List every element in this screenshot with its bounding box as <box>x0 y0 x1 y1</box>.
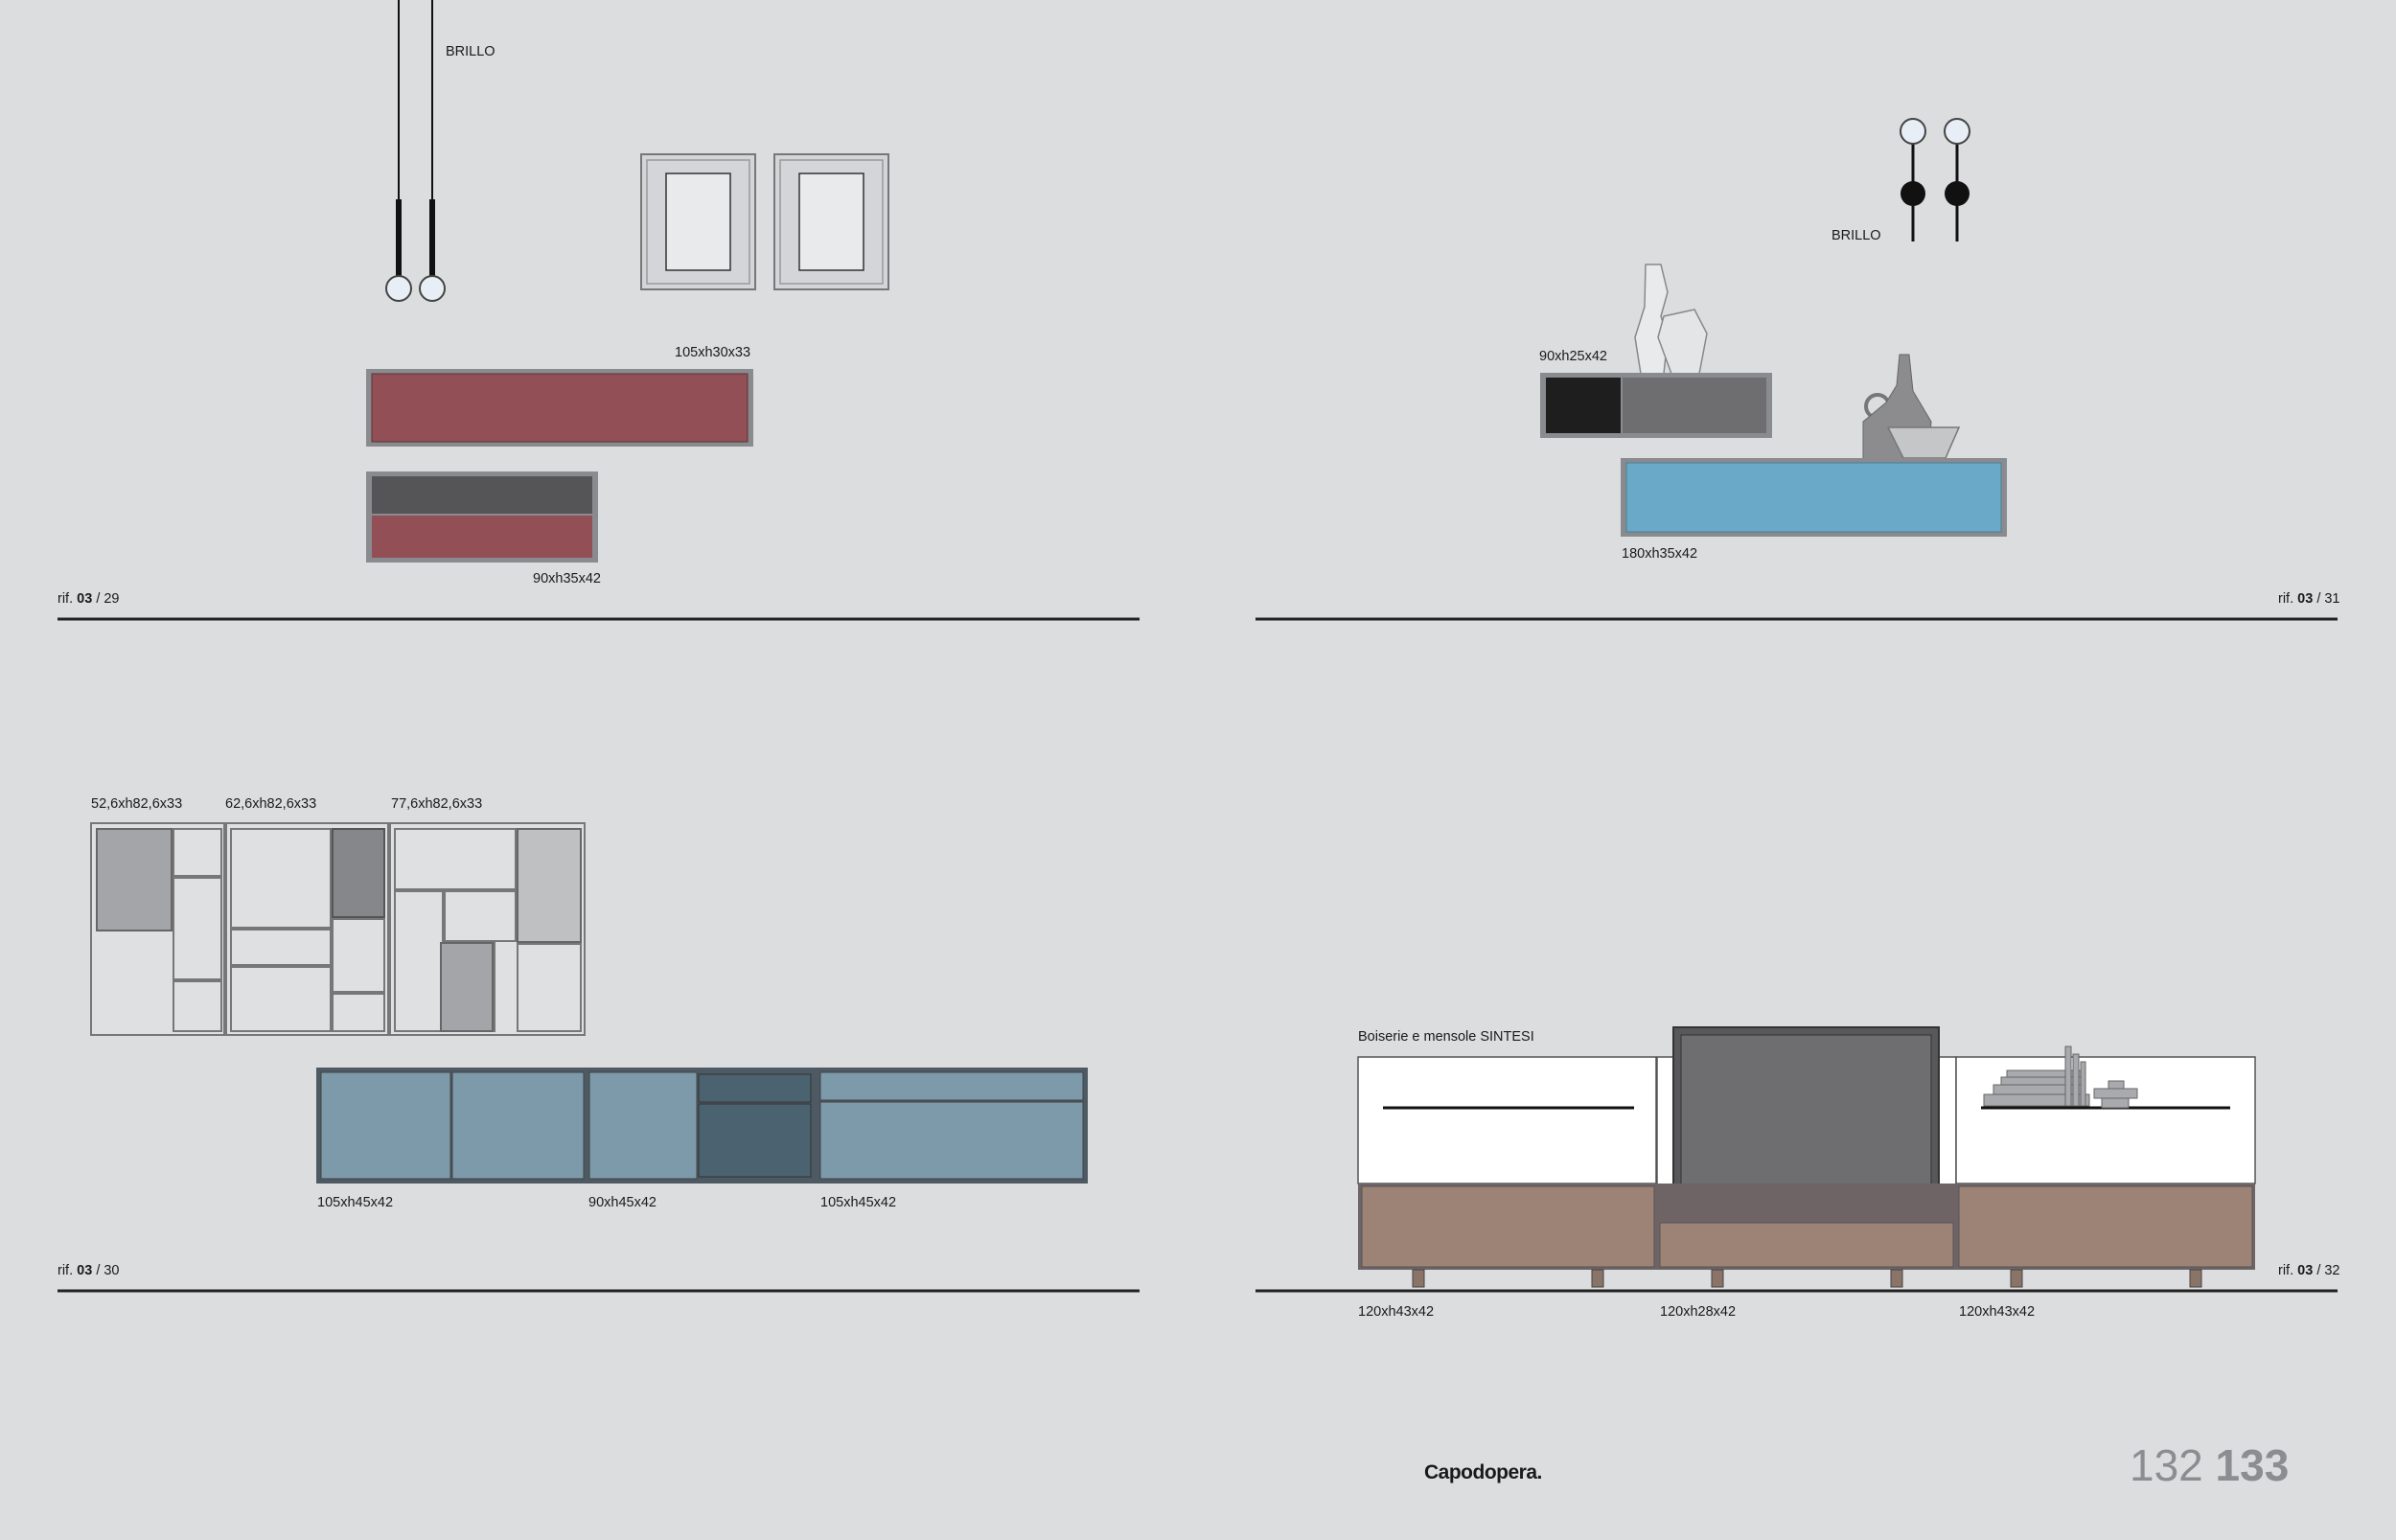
ref-prefix: rif. <box>58 591 74 607</box>
dimension-label: 52,6xh82,6x33 <box>91 796 183 812</box>
wall-unit-90-black-grey <box>1540 373 1772 438</box>
ref-page: / 29 <box>96 591 120 607</box>
wall-unit-180-light-blue <box>1621 458 2007 537</box>
brillo-pendant-lamps-left <box>385 0 446 302</box>
base-units-blue <box>316 1068 1088 1184</box>
page-number-right: 133 <box>2215 1440 2290 1490</box>
reference-code: rif. 03 / 31 <box>2278 592 2340 607</box>
shelf-books-objects <box>1983 1046 2138 1109</box>
sculpture-and-bowl <box>1862 354 1961 461</box>
tv-base-units <box>1358 1184 2255 1288</box>
dimension-label: 90xh25x42 <box>1539 349 1607 364</box>
ref-page: / 31 <box>2316 591 2340 607</box>
dimension-label: 120xh43x42 <box>1959 1304 2036 1320</box>
reference-code: rif. 03 / 32 <box>2278 1264 2340 1278</box>
brillo-label-left: BRILLO <box>446 44 495 59</box>
tv-screen <box>1672 1026 1940 1220</box>
dimension-label: 120xh28x42 <box>1660 1304 1737 1320</box>
ref-page: / 32 <box>2316 1263 2340 1278</box>
dimension-label: 62,6xh82,6x33 <box>225 796 317 812</box>
brand-logo: Capodopera. <box>1424 1461 1542 1483</box>
wall-unit-105-burgundy <box>366 369 753 447</box>
dimension-label: 77,6xh82,6x33 <box>391 796 483 812</box>
page-number-left: 132 <box>2130 1440 2203 1490</box>
brillo-label-right: BRILLO <box>1832 228 1881 243</box>
ref-code: 03 <box>77 1263 93 1278</box>
ref-code: 03 <box>2297 591 2314 607</box>
brillo-wall-lamps-right <box>1900 118 1970 241</box>
dimension-label: 90xh35x42 <box>533 571 601 586</box>
bookcase-modules <box>90 822 586 1036</box>
ref-prefix: rif. <box>2278 591 2294 607</box>
decorative-vases <box>1634 264 1708 375</box>
ref-prefix: rif. <box>2278 1263 2294 1278</box>
dimension-label: 105xh45x42 <box>317 1195 394 1210</box>
dimension-label: 90xh45x42 <box>588 1195 657 1210</box>
wall-unit-90-two-tone <box>366 471 598 563</box>
panel-rules <box>58 617 2338 1293</box>
reference-code: rif. 03 / 29 <box>58 592 120 607</box>
ref-code: 03 <box>77 591 93 607</box>
ref-prefix: rif. <box>58 1263 74 1278</box>
dimension-label: 180xh35x42 <box>1622 546 1698 562</box>
ref-code: 03 <box>2297 1263 2314 1278</box>
dimension-label: 105xh45x42 <box>820 1195 897 1210</box>
dimension-label: 105xh30x33 <box>675 345 751 360</box>
page-numbers: 132 133 <box>2130 1439 2289 1491</box>
reference-code: rif. 03 / 30 <box>58 1264 120 1278</box>
section-title: Boiserie e mensole SINTESI <box>1358 1029 1534 1045</box>
dimension-label: 120xh43x42 <box>1358 1304 1435 1320</box>
ref-page: / 30 <box>96 1263 120 1278</box>
picture-frames <box>640 153 889 290</box>
